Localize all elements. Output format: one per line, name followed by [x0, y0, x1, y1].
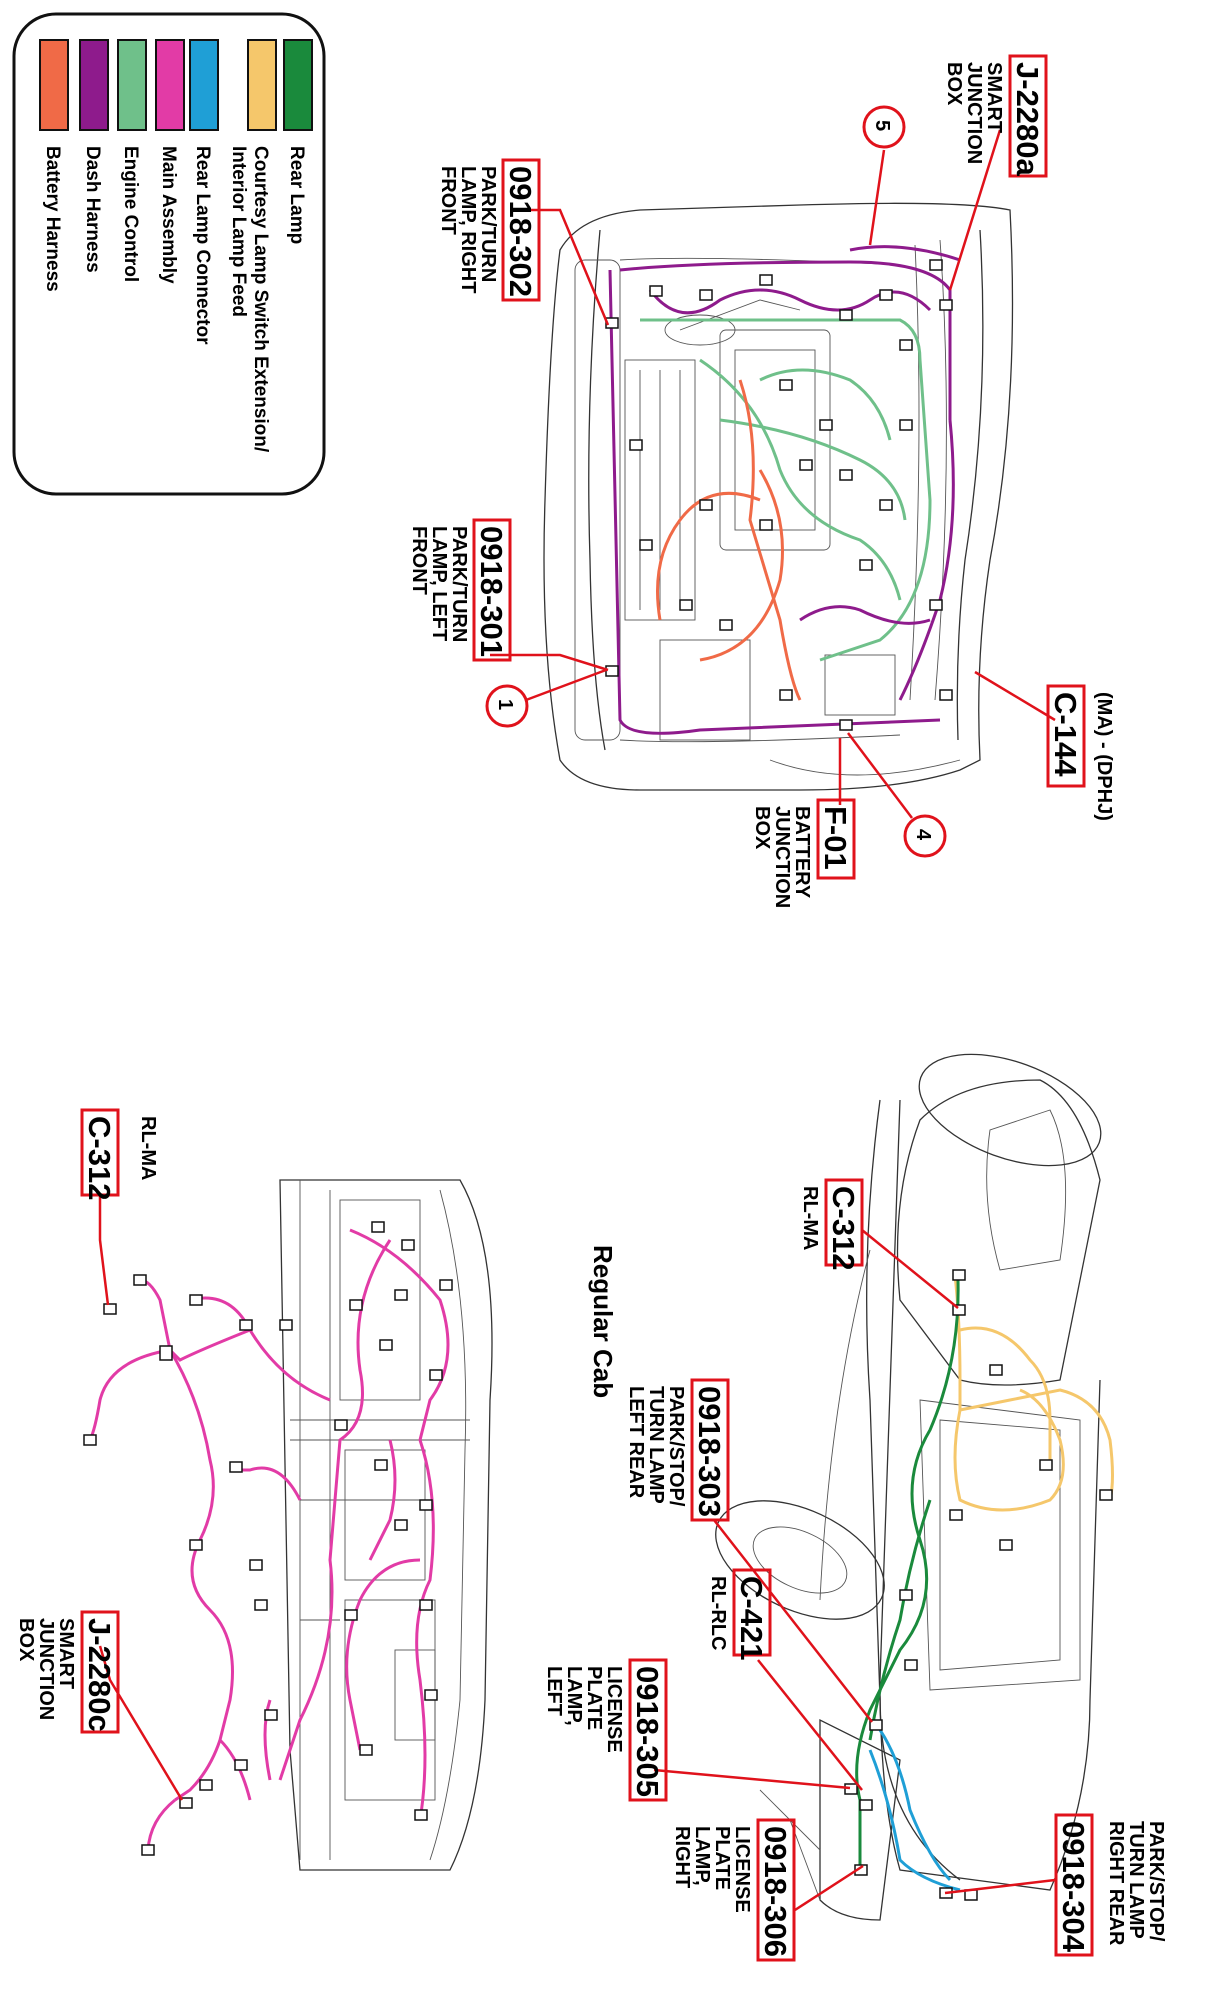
svg-text:SMART: SMART: [55, 1618, 77, 1689]
dash-harnesses: [88, 1228, 450, 1851]
svg-text:RIGHT REAR: RIGHT REAR: [1105, 1821, 1127, 1946]
svg-text:TURN LAMP: TURN LAMP: [1125, 1821, 1147, 1939]
legend: Rear Lamp Courtesy Lamp Switch Extension…: [12, 12, 326, 496]
svg-text:0918-302: 0918-302: [503, 166, 538, 297]
truck-harnesses: [855, 1274, 1114, 1892]
page-title: Regular Cab: [588, 1245, 618, 1398]
legend-swatch-rear-lamp-connector: [189, 39, 219, 131]
svg-text:BOX: BOX: [751, 806, 773, 850]
legend-label-battery-harness: Battery Harness: [42, 146, 63, 292]
svg-text:(MA) - (DPHJ): (MA) - (DPHJ): [1093, 692, 1115, 821]
callout-p305: 0918-305 LICENSE PLATE LAMP, LEFT: [543, 1658, 668, 1802]
svg-text:LAMP,: LAMP,: [563, 1666, 585, 1726]
legend-label-engine-control: Engine Control: [120, 146, 141, 282]
callout-c421: C-421 RL-RLC: [707, 1568, 772, 1660]
callout-j2280c: J-2280c SMART JUNCTION BOX: [15, 1610, 120, 1734]
svg-text:F-01: F-01: [818, 806, 853, 870]
legend-swatch-courtesy: [247, 39, 277, 131]
dash-drawing: [279, 1179, 493, 1871]
svg-text:0918-301: 0918-301: [474, 526, 509, 657]
svg-text:LICENSE: LICENSE: [731, 1826, 753, 1913]
callout-c144: C-144 (MA) - (DPHJ): [1046, 684, 1115, 821]
legend-label-courtesy-2: Interior Lamp Feed: [228, 146, 249, 317]
callout-p304: 0918-304 PARK/STOP/ TURN LAMP RIGHT REAR: [1054, 1813, 1167, 1957]
callout-f01: F-01 BATTERY JUNCTION BOX: [751, 798, 856, 908]
svg-text:C-421: C-421: [734, 1576, 769, 1660]
svg-text:LAMP,: LAMP,: [691, 1826, 713, 1886]
legend-label-main-assembly: Main Assembly: [158, 146, 179, 284]
svg-text:0918-305: 0918-305: [630, 1666, 665, 1797]
engine-bay-connectors: [605, 259, 953, 731]
svg-text:5: 5: [871, 120, 893, 131]
svg-text:PARK/TURN: PARK/TURN: [477, 166, 499, 282]
svg-text:PLATE: PLATE: [583, 1666, 605, 1730]
svg-text:C-144: C-144: [1048, 692, 1083, 777]
svg-text:0918-306: 0918-306: [758, 1826, 793, 1957]
svg-text:J-2280a: J-2280a: [1010, 62, 1045, 177]
legend-swatch-dash-harness: [79, 39, 109, 131]
legend-swatch-rear-lamp: [283, 39, 313, 131]
svg-text:PARK/TURN: PARK/TURN: [448, 526, 470, 642]
callout-p302: 0918-302 PARK/TURN LAMP, RIGHT FRONT: [437, 158, 541, 302]
svg-text:PLATE: PLATE: [711, 1826, 733, 1890]
dash-leaders: [98, 1193, 184, 1801]
svg-text:RL-MA: RL-MA: [137, 1116, 159, 1180]
svg-text:BOX: BOX: [943, 62, 965, 106]
legend-label-rear-lamp: Rear Lamp: [286, 146, 307, 244]
dash-connectors: [83, 1221, 453, 1856]
marker-1: 1: [485, 684, 529, 728]
legend-swatches: [39, 39, 313, 131]
engine-bay-harnesses: [608, 245, 961, 735]
legend-swatch-battery-harness: [39, 39, 69, 131]
svg-text:BOX: BOX: [15, 1618, 37, 1662]
svg-text:4: 4: [912, 829, 934, 841]
truck-drawing: [715, 1053, 1102, 1921]
engine-bay-leaders: [490, 129, 1056, 819]
svg-text:JUNCTION: JUNCTION: [35, 1618, 57, 1720]
legend-label-rear-lamp-connector: Rear Lamp Connector: [192, 146, 213, 345]
legend-label-dash-harness: Dash Harness: [82, 146, 103, 273]
svg-text:JUNCTION: JUNCTION: [963, 62, 985, 164]
truck-leaders: [653, 1229, 1056, 1912]
svg-text:RIGHT: RIGHT: [671, 1826, 693, 1888]
legend-swatch-main-assembly: [155, 39, 185, 131]
svg-text:C-312: C-312: [82, 1116, 117, 1200]
svg-text:FRONT: FRONT: [437, 166, 459, 235]
svg-text:1: 1: [494, 699, 516, 710]
svg-text:FRONT: FRONT: [408, 526, 430, 595]
svg-text:0918-304: 0918-304: [1056, 1821, 1091, 1953]
marker-5: 5: [862, 105, 906, 149]
svg-text:PARK/STOP/: PARK/STOP/: [665, 1386, 687, 1507]
callout-p303: 0918-303 PARK/STOP/ TURN LAMP LEFT REAR: [625, 1378, 730, 1522]
svg-text:RL-MA: RL-MA: [799, 1186, 821, 1250]
svg-text:LICENSE: LICENSE: [603, 1666, 625, 1753]
truck-connectors: [844, 1269, 1113, 1901]
svg-text:BATTERY: BATTERY: [791, 806, 813, 899]
svg-text:0918-303: 0918-303: [692, 1386, 727, 1517]
marker-4: 4: [903, 814, 947, 858]
callout-c312-truck: C-312 RL-MA: [799, 1178, 864, 1270]
svg-text:LAMP, RIGHT: LAMP, RIGHT: [457, 166, 479, 293]
svg-text:LAMP, LEFT: LAMP, LEFT: [428, 526, 450, 641]
svg-text:LEFT REAR: LEFT REAR: [625, 1386, 647, 1499]
callout-j2280a: J-2280a SMART JUNCTION BOX: [943, 54, 1048, 178]
svg-text:C-312: C-312: [826, 1186, 861, 1270]
callout-c312-dash: C-312 RL-MA: [80, 1108, 159, 1200]
svg-text:TURN LAMP: TURN LAMP: [645, 1386, 667, 1504]
legend-label-courtesy: Courtesy Lamp Switch Extension/: [250, 146, 271, 453]
svg-text:PARK/STOP/: PARK/STOP/: [1145, 1821, 1167, 1942]
svg-text:RL-RLC: RL-RLC: [707, 1576, 729, 1650]
legend-swatch-engine-control: [117, 39, 147, 131]
svg-text:SMART: SMART: [983, 62, 1005, 133]
svg-text:LEFT: LEFT: [543, 1666, 565, 1716]
svg-text:JUNCTION: JUNCTION: [771, 806, 793, 908]
svg-text:J-2280c: J-2280c: [82, 1618, 117, 1732]
callout-p301: 0918-301 PARK/TURN LAMP, LEFT FRONT: [408, 518, 512, 662]
callout-p306: 0918-306 LICENSE PLATE LAMP, RIGHT: [671, 1818, 796, 1962]
